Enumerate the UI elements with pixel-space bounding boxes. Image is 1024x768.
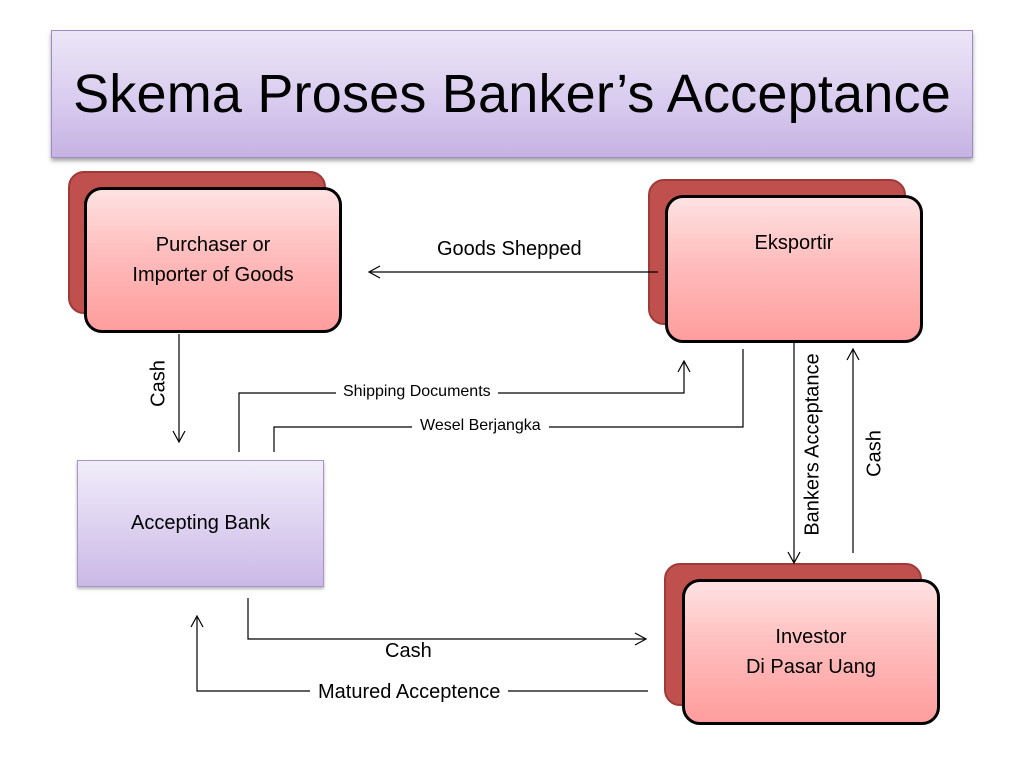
eksportir-label: Eksportir [754,232,834,254]
investor-node: Investor Di Pasar Uang [682,579,940,725]
accepting-bank-label: Accepting Bank [131,512,270,534]
cash-bank-investor-label: Cash [385,640,432,662]
accepting-bank-node: Accepting Bank [77,460,324,587]
wesel-berjangka-label: Wesel Berjangka [412,417,549,435]
cash-purchaser-bank-label: Cash [147,360,170,407]
purchaser-label-line1: Purchaser or [155,234,271,256]
cash-purchaser-bank-arrowhead [172,430,186,444]
purchaser-label-line2: Importer of Goods [132,264,294,286]
shipping-documents-arrowhead [677,359,691,373]
cash-bank-investor-line [247,598,645,640]
goods-shipped-label: Goods Shepped [437,238,582,260]
investor-label-line2: Di Pasar Uang [745,656,877,678]
purchaser-node: Purchaser or Importer of Goods [84,187,342,333]
matured-acceptence-label: Matured Acceptence [310,681,509,704]
cash-investor-eksportir-label: Cash [863,430,886,477]
matured-acceptence-arrowhead [190,614,204,628]
eksportir-node: Eksportir [665,195,923,343]
bankers-acceptance-arrowhead [787,551,801,565]
bankers-acceptance-label: Bankers Acceptance [801,353,824,536]
page-title: Skema Proses Banker’s Acceptance [73,64,951,124]
title-banner: Skema Proses Banker’s Acceptance [51,30,973,158]
shipping-documents-label: Shipping Documents [336,383,498,401]
cash-investor-eksportir-arrowhead [846,347,860,361]
goods-shipped-arrowhead [367,265,381,279]
cash-bank-investor-arrowhead [634,632,648,646]
shipping-documents-line [238,362,685,452]
investor-label-line1: Investor [775,626,847,648]
